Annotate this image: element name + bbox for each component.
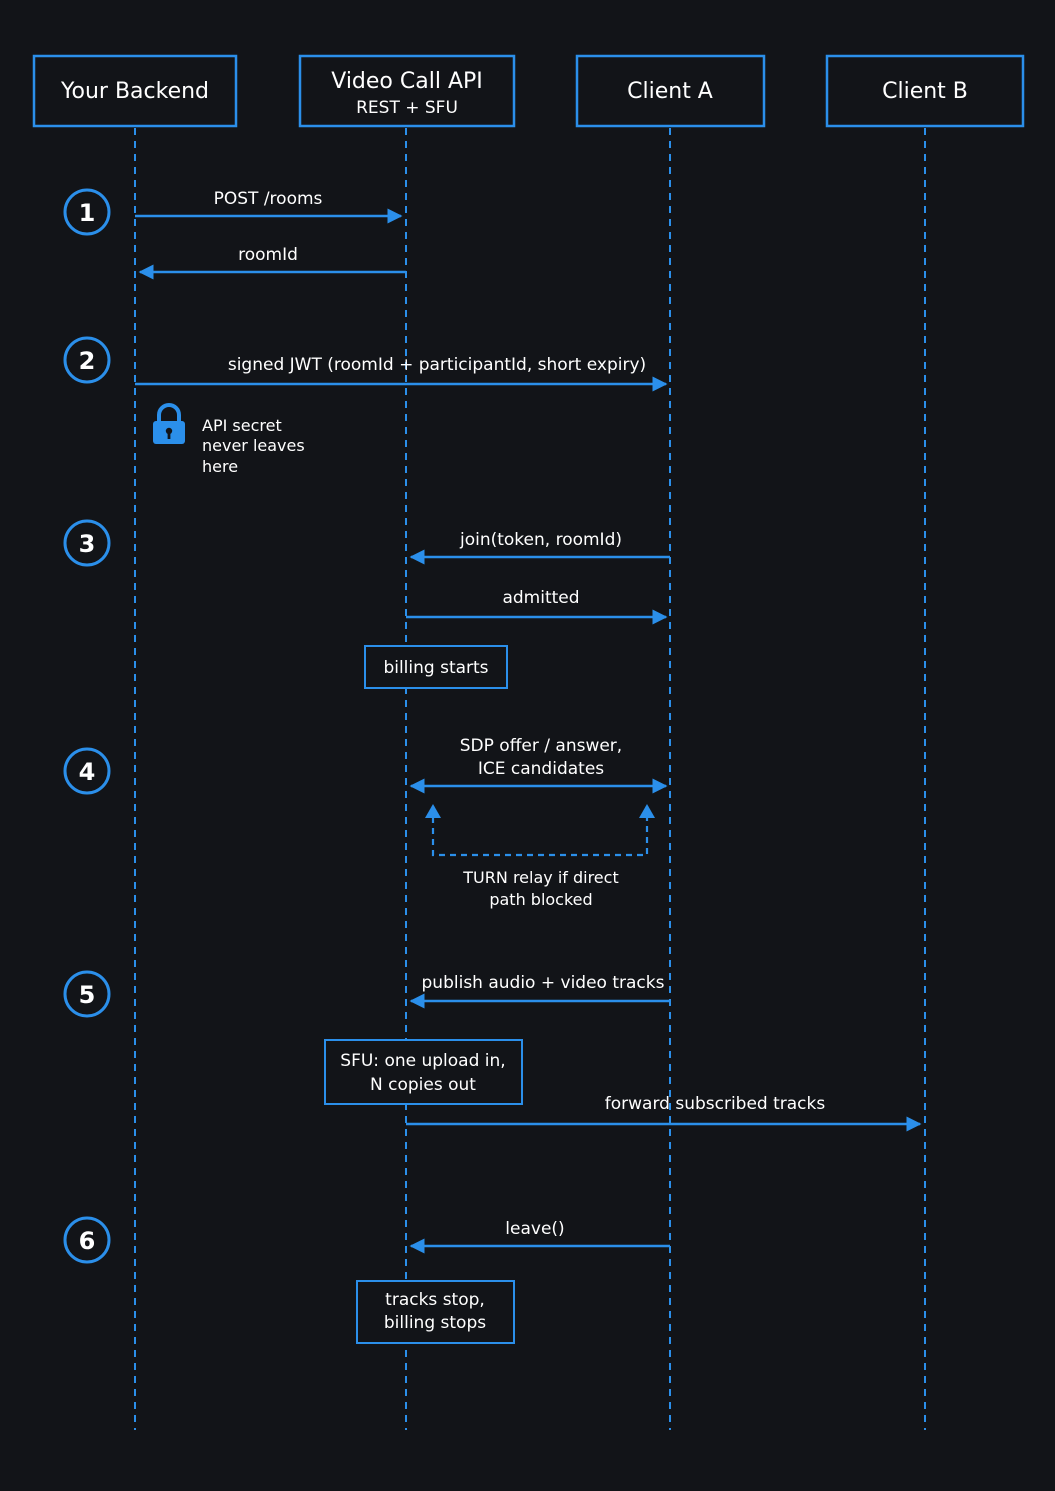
- secret-note-line-1: API secret: [202, 416, 282, 435]
- msg-publish-label: publish audio + video tracks: [422, 973, 665, 993]
- participant-client-b: Client B: [825, 54, 1025, 128]
- participant-api-subtitle: REST + SFU: [356, 98, 458, 118]
- turn-note-line-2: path blocked: [489, 890, 592, 909]
- step-3-number: 3: [79, 530, 96, 558]
- participant-backend-title: Your Backend: [60, 79, 209, 104]
- participant-client-b-title: Client B: [882, 79, 968, 104]
- participant-client-a: Client A: [575, 54, 766, 128]
- msg-leave-label: leave(): [505, 1219, 564, 1239]
- msg-room-id-label: roomId: [238, 245, 298, 265]
- participant-api-title: Video Call API: [331, 69, 483, 94]
- note-billing-starts-text: billing starts: [383, 658, 488, 678]
- msg-admitted-label: admitted: [502, 588, 579, 608]
- step-5-number: 5: [79, 981, 96, 1009]
- step-2-number: 2: [79, 347, 96, 375]
- note-tracks-stop: tracks stop, billing stops: [356, 1280, 515, 1344]
- note-tracks-stop-line-1: tracks stop,: [385, 1290, 485, 1310]
- participant-api: Video Call API REST + SFU: [298, 54, 516, 128]
- msg-join-label: join(token, roomId): [459, 530, 622, 550]
- msg-forward-label: forward subscribed tracks: [605, 1094, 826, 1114]
- note-sfu-line-1: SFU: one upload in,: [340, 1051, 505, 1071]
- participant-client-a-title: Client A: [627, 79, 713, 104]
- step-4-number: 4: [79, 758, 96, 786]
- step-6-number: 6: [79, 1227, 96, 1255]
- step-5: 5: [63, 970, 111, 1018]
- step-2: 2: [63, 336, 111, 384]
- msg-post-rooms-label: POST /rooms: [214, 189, 323, 209]
- secret-note-line-3: here: [202, 457, 238, 476]
- turn-relay-path: [425, 804, 655, 857]
- participant-backend: Your Backend: [32, 54, 238, 128]
- note-tracks-stop-line-2: billing stops: [384, 1313, 486, 1333]
- lock-icon: [153, 403, 185, 444]
- step-1: 1: [63, 188, 111, 236]
- msg-sdp-line-2: ICE candidates: [478, 759, 604, 779]
- lifelines: [134, 128, 926, 1430]
- msg-signed-jwt-label: signed JWT (roomId + participantId, shor…: [228, 355, 646, 375]
- step-1-number: 1: [79, 199, 96, 227]
- turn-note-line-1: TURN relay if direct: [462, 868, 618, 887]
- step-6: 6: [63, 1216, 111, 1264]
- step-4: 4: [63, 747, 111, 795]
- secret-note-line-2: never leaves: [202, 436, 305, 455]
- step-3: 3: [63, 519, 111, 567]
- msg-sdp-line-1: SDP offer / answer,: [460, 736, 622, 756]
- step-markers: 1 2 3 4 5 6: [63, 188, 111, 1264]
- note-sfu: SFU: one upload in, N copies out: [324, 1039, 523, 1105]
- note-billing-starts: billing starts: [364, 645, 508, 689]
- note-sfu-line-2: N copies out: [370, 1075, 476, 1095]
